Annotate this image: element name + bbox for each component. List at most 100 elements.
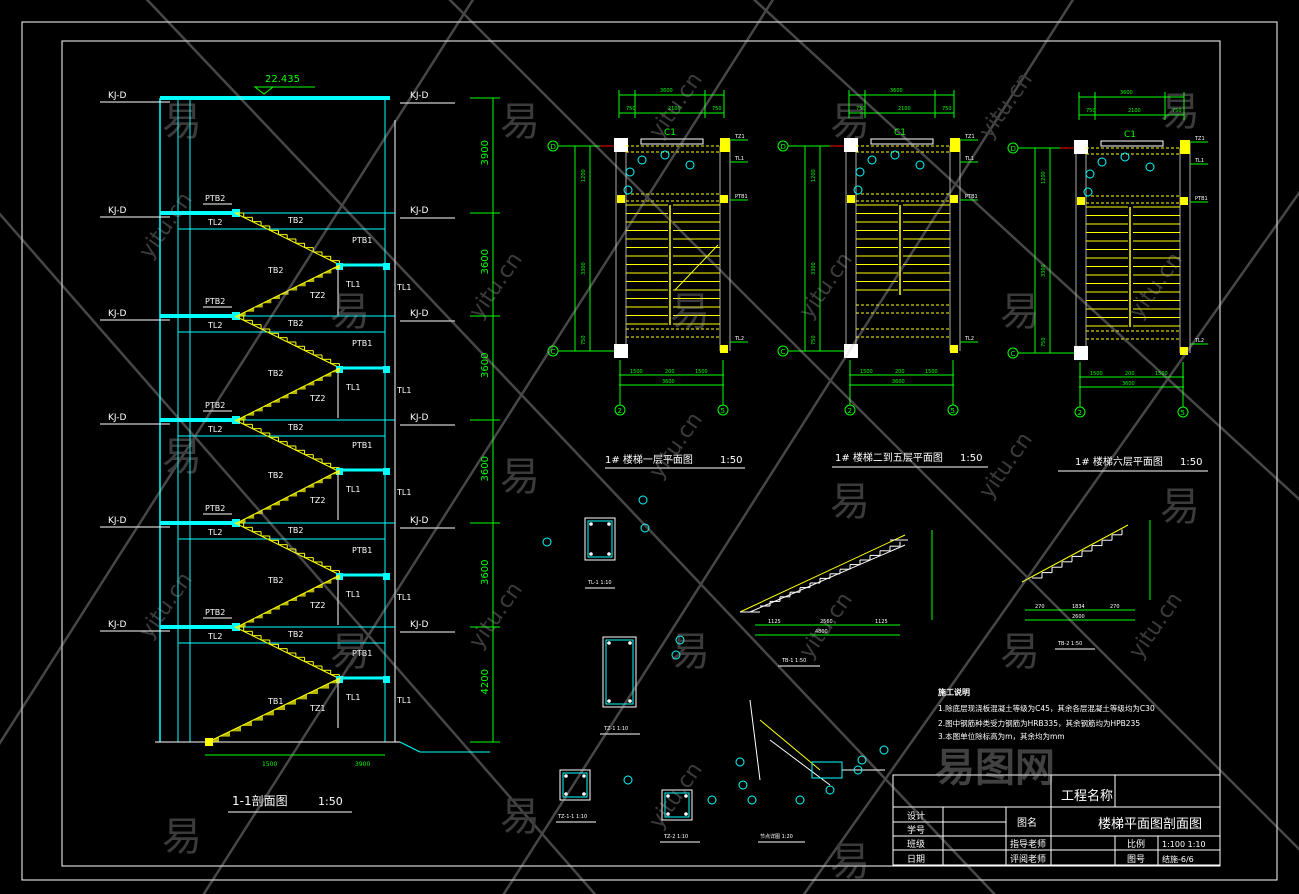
tb-label: TB2 bbox=[267, 369, 283, 378]
stair-step bbox=[262, 505, 272, 510]
ptb2-label: PTB2 bbox=[205, 401, 225, 410]
member-tag: TZ1 bbox=[964, 134, 975, 140]
tl2-label: TL2 bbox=[207, 425, 222, 434]
rebar-tag-bubble bbox=[853, 765, 863, 775]
member-tag: TL2 bbox=[964, 336, 974, 342]
stair-step bbox=[219, 731, 230, 737]
dim-text: 1500 bbox=[860, 369, 873, 375]
column bbox=[1074, 140, 1088, 154]
axis-label: 5 bbox=[721, 407, 725, 415]
tl1-label: TL1 bbox=[396, 593, 411, 602]
member-tag: PTB1 bbox=[965, 194, 978, 200]
dim-text: 3600 bbox=[660, 88, 673, 94]
section-title: 1-1剖面图 bbox=[232, 794, 288, 808]
dim-text: 2100 bbox=[1128, 108, 1141, 114]
ptb1-label: PTB1 bbox=[352, 339, 372, 348]
dim-text: 750 bbox=[1086, 108, 1096, 114]
column bbox=[1074, 346, 1088, 360]
window-label: C1 bbox=[894, 128, 906, 138]
dim-text: 750 bbox=[942, 106, 952, 112]
dim-text: 1200 bbox=[581, 169, 587, 182]
stair-step bbox=[245, 618, 255, 623]
axis-label: 5 bbox=[951, 407, 955, 415]
note-item: 1.除底层现浇板混凝土等级为C45，其余各层混凝土等级均为C30 bbox=[938, 703, 1155, 713]
axis-label: C bbox=[551, 348, 556, 356]
dim-text: 3300 bbox=[581, 262, 587, 275]
watermark-char: 易 bbox=[330, 289, 370, 335]
rebar-tag-bubble bbox=[671, 650, 681, 660]
column bbox=[614, 344, 628, 358]
ptb1-label: PTB1 bbox=[352, 649, 372, 658]
rebar-dot bbox=[582, 774, 586, 778]
stair-step bbox=[245, 307, 255, 312]
base-block bbox=[205, 738, 213, 746]
column bbox=[844, 138, 858, 152]
dim-text: 2560 bbox=[820, 619, 833, 625]
dim-text: 750 bbox=[811, 335, 817, 345]
watermark-char: 易 bbox=[1160, 484, 1200, 530]
storey-height-dim: 3600 bbox=[480, 249, 491, 274]
rebar-dot bbox=[666, 794, 670, 798]
axis-label: 2 bbox=[618, 407, 622, 415]
stair-step bbox=[305, 277, 315, 282]
stair-step bbox=[241, 720, 252, 726]
tb2-label: TB2 bbox=[287, 423, 303, 432]
watermark-site: yitu.cn bbox=[794, 248, 857, 324]
rebar-dot bbox=[589, 522, 593, 526]
detail-caption: TZ-2 1:10 bbox=[663, 834, 688, 840]
outer-frame bbox=[21, 21, 1278, 881]
column-tz1-1 bbox=[559, 769, 591, 801]
tl1-label: TL1 bbox=[345, 485, 360, 494]
dim-text: 3600 bbox=[662, 379, 675, 385]
detail-caption: TL-1 1:10 bbox=[587, 580, 612, 586]
member-tag: TL1 bbox=[734, 156, 744, 162]
watermark-site: yitu.cn bbox=[974, 428, 1037, 504]
drawing-name-label: 图名 bbox=[1017, 816, 1037, 829]
slab-line bbox=[739, 534, 906, 613]
member-tag: PTB1 bbox=[1195, 196, 1208, 202]
dim-text: 2100 bbox=[898, 106, 911, 112]
tb2-label: TB2 bbox=[287, 630, 303, 639]
inner-frame bbox=[61, 40, 1221, 867]
rebar-tag-bubble bbox=[623, 185, 633, 195]
watermark-char: 易 bbox=[500, 99, 540, 145]
dim-text: 3600 bbox=[890, 88, 903, 94]
dim-text: 4800 bbox=[815, 629, 828, 635]
plan-scale-1: 1:50 bbox=[720, 455, 742, 466]
axis-label: D bbox=[1011, 145, 1016, 153]
rebar-tag-bubble bbox=[675, 635, 685, 645]
rebar-tag-bubble bbox=[915, 160, 925, 170]
rebar-tag-bubble bbox=[1083, 187, 1093, 197]
rebar-tag-bubble bbox=[867, 155, 877, 165]
watermark-line bbox=[0, 212, 597, 894]
rebar-dot bbox=[607, 699, 611, 703]
dim-text: 270 bbox=[1035, 604, 1045, 610]
rebar-dot bbox=[607, 552, 611, 556]
tl2-label: TL2 bbox=[207, 632, 222, 641]
rebar-tag-bubble bbox=[857, 755, 867, 765]
window-c1 bbox=[870, 138, 934, 145]
dim-text: 1500 bbox=[1155, 371, 1168, 377]
tl1-label: TL1 bbox=[396, 488, 411, 497]
kj-d-label-right: KJ-D bbox=[410, 620, 428, 630]
ptb2-label: PTB2 bbox=[205, 194, 225, 203]
stair-step bbox=[262, 299, 272, 304]
tb2-label: TB2 bbox=[287, 319, 303, 328]
stair-step bbox=[331, 368, 340, 373]
member-tag: TL2 bbox=[1194, 338, 1204, 344]
stair-step bbox=[262, 609, 272, 614]
column-tz bbox=[1180, 140, 1190, 154]
watermark-site: yitu.cn bbox=[134, 568, 197, 644]
stair-step bbox=[322, 579, 332, 584]
rebar-tag-bubble bbox=[660, 150, 670, 160]
dim-text: 750 bbox=[712, 106, 722, 112]
bottom-dim: 1500 bbox=[262, 761, 277, 768]
stair-step bbox=[297, 487, 306, 493]
watermark-char: 易 bbox=[162, 99, 202, 145]
watermark-site: yitu.cn bbox=[464, 578, 527, 654]
member-tag: TZ1 bbox=[1194, 136, 1205, 142]
axis-label: C bbox=[1011, 350, 1016, 358]
watermark-line bbox=[448, 0, 1299, 851]
stair-beam-tl1 bbox=[383, 366, 390, 373]
rebar-tag-bubble bbox=[890, 150, 900, 160]
